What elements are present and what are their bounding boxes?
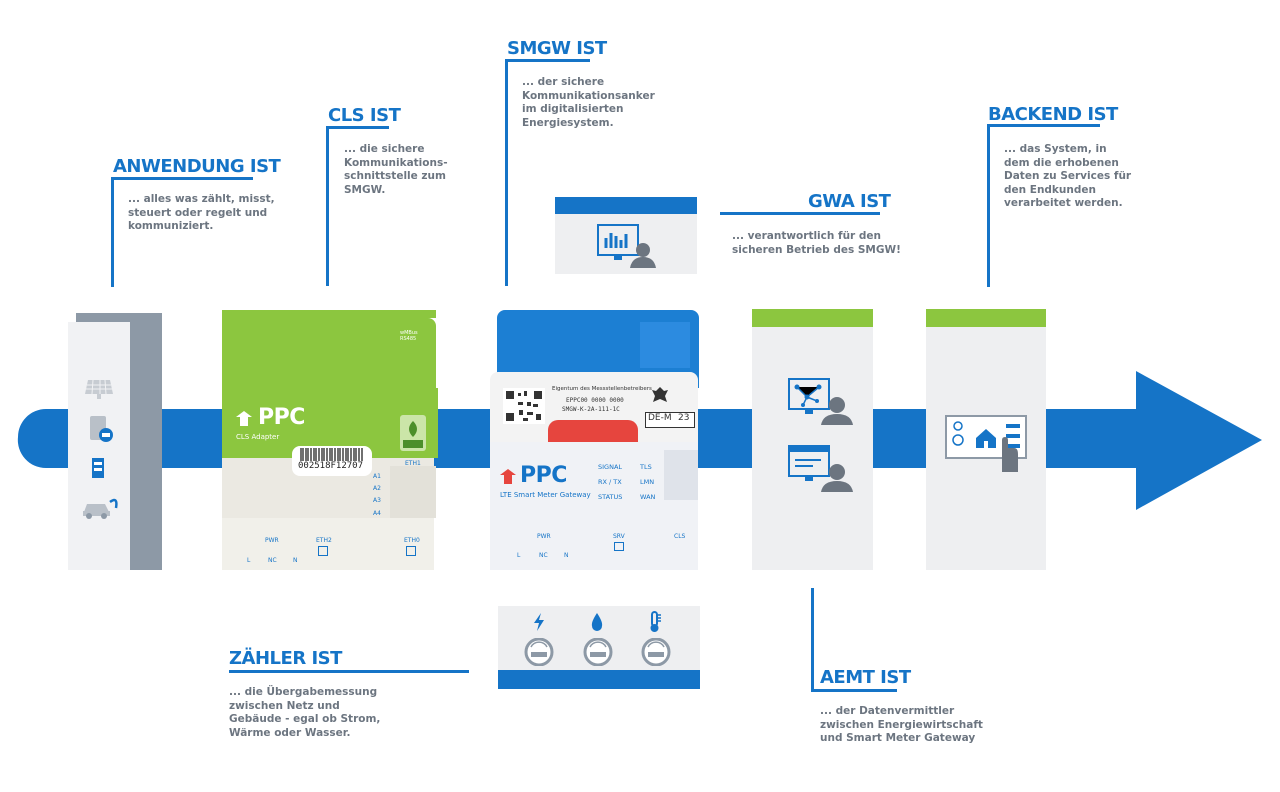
ppc-logo-icon bbox=[236, 411, 252, 426]
electricity-icon bbox=[534, 613, 544, 631]
anwendung-panel bbox=[68, 322, 130, 570]
cls-eth0: ETH0 bbox=[404, 537, 420, 544]
cls-connector-v bbox=[326, 126, 329, 286]
meter-icon bbox=[641, 638, 671, 666]
aemt-title: AEMT IST bbox=[820, 667, 911, 688]
smgw-led-signal: SIGNAL bbox=[598, 463, 623, 471]
dashboard-user-icon bbox=[597, 224, 656, 268]
zaehler-connector-h bbox=[229, 670, 469, 673]
backend-connector-v bbox=[987, 124, 990, 287]
backend-connector-h bbox=[987, 124, 1100, 127]
ppc-logo-red-icon bbox=[500, 469, 516, 484]
cls-port-a2: A2 bbox=[373, 485, 381, 492]
smgw-title: SMGW IST bbox=[507, 38, 607, 59]
smgw-top-panel-bar bbox=[555, 197, 697, 214]
cls-device-top-rail bbox=[222, 310, 436, 318]
cls-connector-h bbox=[326, 126, 389, 129]
network-user-icon bbox=[788, 378, 853, 425]
smgw-model: LTE Smart Meter Gateway bbox=[500, 491, 591, 499]
gwa-text: ... verantwortlich für den sicheren Betr… bbox=[732, 230, 901, 256]
cls-port-a4: A4 bbox=[373, 510, 381, 517]
aemt-connector-v bbox=[811, 588, 814, 692]
barcode-icon bbox=[300, 448, 363, 461]
smgw-pin-n: N bbox=[564, 552, 569, 559]
smgw-pin-l: L bbox=[517, 552, 521, 559]
wallbox-icon bbox=[90, 416, 113, 442]
smgw-connector-v bbox=[505, 59, 508, 286]
cls-model: CLS Adapter bbox=[236, 433, 280, 441]
cls-title: CLS IST bbox=[328, 105, 401, 126]
cls-eth0-port bbox=[406, 546, 416, 556]
browser-user-icon bbox=[788, 445, 853, 492]
cls-pwr: PWR bbox=[265, 537, 279, 544]
cls-serial: 002518F12707 bbox=[298, 461, 364, 471]
smgw-pin-nc: NC bbox=[539, 552, 548, 559]
aemt-connector-h bbox=[811, 689, 897, 692]
cls-port-a1: A1 bbox=[373, 473, 381, 480]
smgw-de-mark: DE-M bbox=[648, 413, 672, 423]
cls-pin-nc: NC bbox=[268, 557, 277, 564]
smgw-srv-port bbox=[614, 542, 624, 551]
qr-code-icon bbox=[503, 388, 545, 424]
solar-panel-icon bbox=[85, 379, 113, 399]
zaehler-text: ... die Übergabemessung zwischen Netz un… bbox=[229, 686, 381, 739]
backend-title: BACKEND IST bbox=[988, 104, 1118, 125]
aemt-text: ... der Datenvermittler zwischen Energie… bbox=[820, 705, 983, 744]
smart-home-icon bbox=[945, 415, 1027, 472]
smgw-brand: PPC bbox=[520, 463, 567, 488]
heat-icon bbox=[650, 611, 661, 632]
water-icon bbox=[591, 613, 603, 631]
smgw-side-port bbox=[664, 450, 698, 500]
smgw-sticker-line3: SMGW-K-2A-111-1C bbox=[562, 406, 620, 413]
cls-pin-n: N bbox=[293, 557, 298, 564]
gwa-connector-h bbox=[720, 212, 880, 215]
cls-brand: PPC bbox=[258, 405, 305, 430]
anwendung-text: ... alles was zählt, misst, steuert oder… bbox=[128, 193, 275, 232]
smgw-device-hologram bbox=[548, 420, 638, 442]
cls-top-label: wMBus RS485 bbox=[400, 330, 418, 342]
backend-text: ... das System, in dem die erhobenen Dat… bbox=[1004, 143, 1132, 209]
cls-eth2-port bbox=[318, 546, 328, 556]
meter-icon bbox=[583, 638, 613, 666]
smgw-led-status: STATUS bbox=[598, 493, 623, 501]
smgw-pwr: PWR bbox=[537, 533, 551, 540]
smgw-sticker-line2: EPPC00 0000 0000 bbox=[566, 397, 624, 404]
cls-port-a3: A3 bbox=[373, 497, 381, 504]
smgw-text: ... der sichere Kommunikationsanker im d… bbox=[522, 76, 655, 129]
smgw-cls: CLS bbox=[674, 533, 686, 540]
smgw-device-body bbox=[490, 442, 698, 570]
smgw-led-lmn: LMN bbox=[640, 478, 655, 486]
smgw-led-tls: TLS bbox=[640, 463, 652, 471]
anwendung-connector-v bbox=[111, 177, 114, 287]
smgw-led-rxtx: RX / TX bbox=[598, 478, 622, 486]
cls-text: ... die sichere Kommunikations- schnitts… bbox=[344, 143, 448, 196]
smgw-srv: SRV bbox=[613, 533, 625, 540]
de-mark-box bbox=[645, 412, 695, 428]
meters-panel-bar bbox=[498, 670, 700, 689]
cls-pin-l: L bbox=[247, 557, 251, 564]
cls-eth2: ETH2 bbox=[316, 537, 332, 544]
anwendung-title: ANWENDUNG IST bbox=[113, 156, 281, 177]
zaehler-title: ZÄHLER IST bbox=[229, 648, 342, 669]
gwa-title: GWA IST bbox=[808, 191, 891, 212]
rle-badge-icon bbox=[400, 415, 426, 451]
anwendung-connector-h bbox=[111, 177, 253, 180]
smgw-device-top-labels bbox=[640, 322, 690, 368]
ev-charging-icon bbox=[83, 498, 118, 519]
cls-device-top bbox=[222, 318, 436, 388]
smgw-de-year: 23 bbox=[678, 413, 690, 423]
cls-eth1: ETH1 bbox=[405, 460, 421, 467]
gwa-panel-bar bbox=[752, 309, 873, 327]
smgw-led-wan: WAN bbox=[640, 493, 656, 501]
meter-icon bbox=[524, 638, 554, 666]
smgw-connector-h bbox=[505, 59, 590, 62]
backend-panel-bar bbox=[926, 309, 1046, 327]
cls-side-tab bbox=[390, 466, 436, 518]
battery-icon bbox=[92, 458, 104, 478]
bsi-eagle-icon bbox=[652, 387, 668, 402]
smgw-sticker-line1: Eigentum des Messstellenbetreibers bbox=[552, 386, 652, 392]
